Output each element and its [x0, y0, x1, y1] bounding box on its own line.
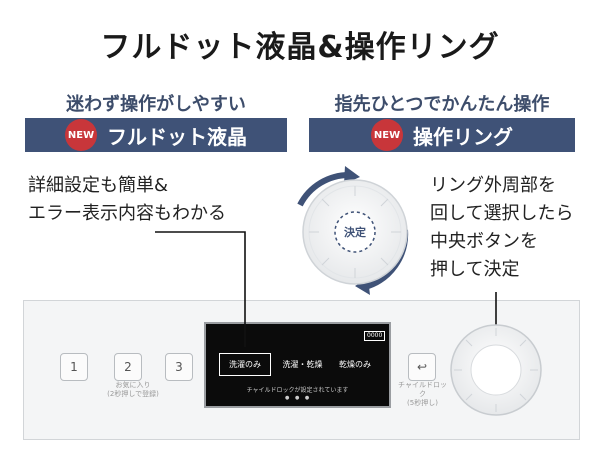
dial-center-label: 決定: [344, 226, 366, 239]
back-button[interactable]: ↩: [408, 353, 436, 381]
ring-desc-line: 回して選択したら: [430, 203, 574, 224]
preset-button-1[interactable]: 1: [60, 353, 88, 381]
back-arrow-icon: ↩: [416, 360, 428, 374]
new-badge: NEW: [65, 119, 97, 151]
mode-dry-only[interactable]: 乾燥のみ: [339, 360, 371, 369]
lcd-banner: NEW フルドット液晶: [25, 118, 287, 152]
favorites-label-line: お気に入り: [115, 381, 151, 389]
lcd-desc-line: エラー表示内容もわかる: [28, 203, 226, 224]
ring-desc-line: 中央ボタンを: [430, 231, 538, 252]
favorites-label: お気に入り (2秒押しで登録): [88, 381, 178, 399]
ring-desc-line: リング外周部を: [430, 175, 556, 196]
ring-desc-line: 押して決定: [430, 259, 520, 280]
favorites-label-line: (2秒押しで登録): [107, 390, 159, 398]
preset-button-2[interactable]: 2: [114, 353, 142, 381]
battery-icon: 0000: [364, 331, 386, 341]
ring-banner: NEW 操作リング: [309, 118, 575, 152]
page-title: フルドット液晶&操作リング: [100, 30, 500, 65]
lcd-description: 詳細設定も簡単& エラー表示内容もわかる: [28, 172, 226, 228]
rotate-arrows-icon: [297, 171, 351, 207]
ring-subtitle: 指先ひとつでかんたん操作: [334, 94, 550, 115]
lcd-subtitle: 迷わず操作がしやすい: [66, 94, 246, 115]
mode-wash-dry[interactable]: 洗濯・乾燥: [282, 360, 323, 369]
lcd-banner-label: フルドット液晶: [107, 124, 247, 149]
mode-wash-only[interactable]: 洗濯のみ: [219, 353, 271, 376]
preset-button-3[interactable]: 3: [165, 353, 193, 381]
ring-banner-label: 操作リング: [413, 124, 513, 149]
child-lock-label-line: チャイルドロック: [398, 381, 447, 398]
lcd-desc-line: 詳細設定も簡単&: [28, 175, 169, 196]
ring-description: リング外周部を 回して選択したら 中央ボタンを 押して決定: [430, 172, 573, 284]
child-lock-label: チャイルドロック (5秒押し): [395, 381, 450, 408]
child-lock-label-line: (5秒押し): [407, 399, 438, 407]
new-badge: NEW: [371, 119, 403, 151]
child-lock-message: チャイルドロックが設定されています: [246, 387, 349, 394]
page-indicator: ● ● ●: [285, 395, 312, 401]
